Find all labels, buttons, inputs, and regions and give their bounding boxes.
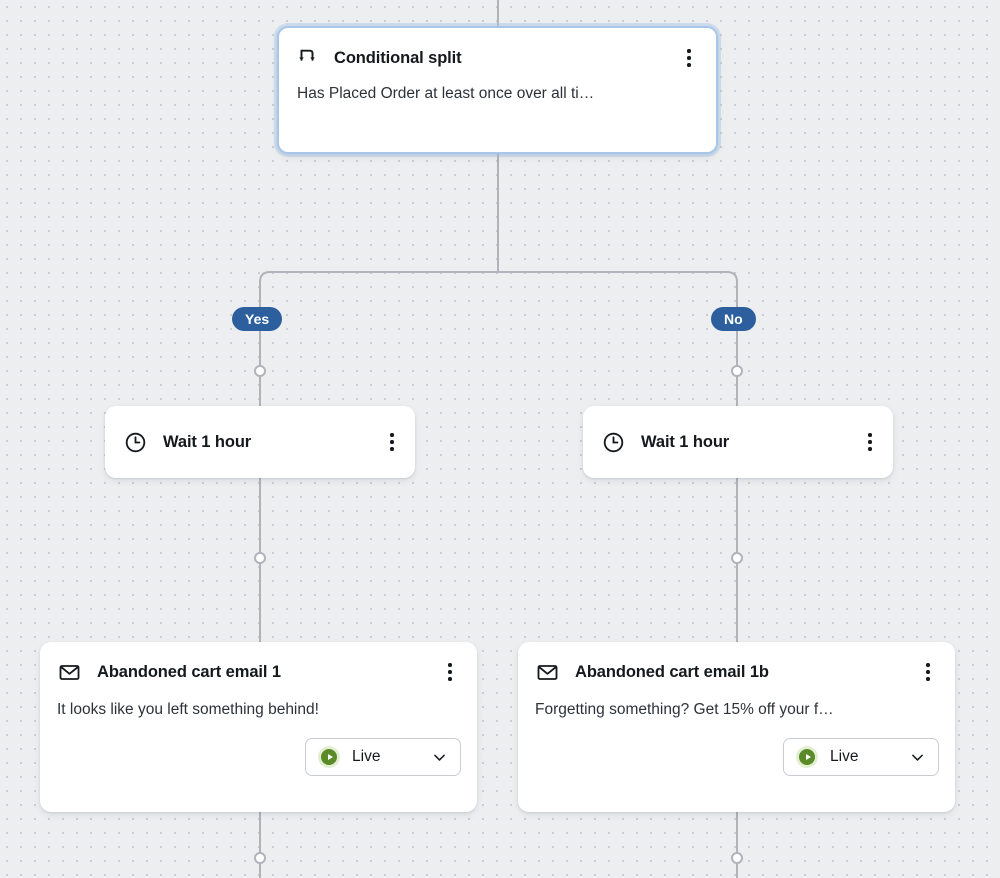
kebab-menu-icon[interactable] (859, 429, 881, 455)
clock-icon (601, 430, 625, 454)
play-circle-icon (796, 746, 818, 769)
node-header: Conditional split (279, 28, 716, 72)
status-select-live[interactable]: Live (305, 738, 461, 777)
node-conditional-split[interactable]: Conditional split Has Placed Order at le… (277, 26, 718, 154)
kebab-menu-icon[interactable] (381, 429, 403, 455)
edge-dot-no-mid (731, 552, 743, 564)
email-preview-text: Forgetting something? Get 15% off your f… (535, 701, 834, 718)
edge-dot-yes-top (254, 365, 266, 377)
node-title: Abandoned cart email 1b (575, 662, 769, 681)
status-label: Live (352, 748, 381, 766)
edge-dot-no-bottom (731, 852, 743, 864)
node-wait-no[interactable]: Wait 1 hour (583, 406, 893, 478)
branch-label-no[interactable]: No (711, 307, 756, 331)
split-arrows-icon (295, 46, 319, 70)
node-title: Conditional split (334, 48, 462, 67)
edge-dot-yes-bottom (254, 852, 266, 864)
node-description: Has Placed Order at least once over all … (297, 85, 595, 102)
chevron-down-icon[interactable] (909, 749, 926, 766)
envelope-icon (57, 660, 81, 684)
chevron-down-icon[interactable] (431, 749, 448, 766)
node-wait-yes[interactable]: Wait 1 hour (105, 406, 415, 478)
node-title: Wait 1 hour (163, 432, 252, 451)
edge-branch-no (498, 271, 738, 366)
edge-branch-yes (259, 271, 498, 366)
status-select-live[interactable]: Live (783, 738, 939, 777)
envelope-icon (535, 660, 559, 684)
edge-dot-yes-mid (254, 552, 266, 564)
node-header: Wait 1 hour (583, 406, 893, 478)
play-circle-icon (318, 746, 340, 769)
node-header: Abandoned cart email 1b (518, 642, 955, 686)
kebab-menu-icon[interactable] (678, 45, 700, 71)
edge-dot-no-top (731, 365, 743, 377)
node-footer: Live (518, 720, 955, 777)
node-header: Wait 1 hour (105, 406, 415, 478)
node-email-abandoned-cart-1[interactable]: Abandoned cart email 1 It looks like you… (40, 642, 477, 812)
clock-icon (123, 430, 147, 454)
node-title: Abandoned cart email 1 (97, 662, 281, 681)
node-title: Wait 1 hour (641, 432, 730, 451)
email-preview-text: It looks like you left something behind! (57, 701, 319, 718)
branch-label-yes[interactable]: Yes (232, 307, 283, 331)
kebab-menu-icon[interactable] (917, 659, 939, 685)
node-email-abandoned-cart-1b[interactable]: Abandoned cart email 1b Forgetting somet… (518, 642, 955, 812)
node-footer: Live (40, 720, 477, 777)
node-header: Abandoned cart email 1 (40, 642, 477, 686)
status-label: Live (830, 748, 859, 766)
kebab-menu-icon[interactable] (439, 659, 461, 685)
